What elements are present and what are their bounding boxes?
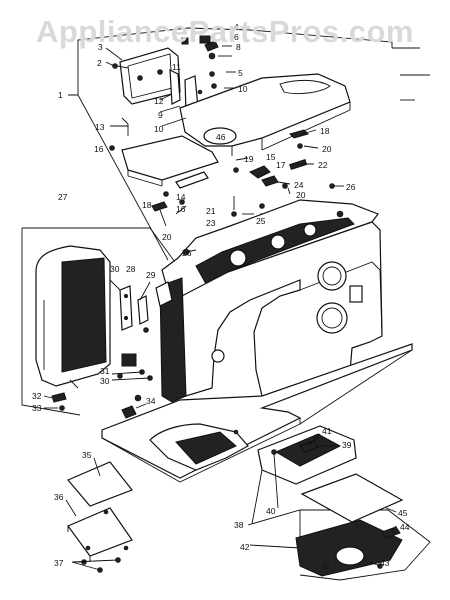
callout-5: 5 — [238, 68, 243, 78]
callout-32: 32 — [32, 391, 42, 401]
callout-38: 38 — [234, 520, 244, 530]
callout-26a: 26 — [346, 182, 356, 192]
callout-31: 31 — [100, 366, 110, 376]
callout-4: 4 — [234, 22, 239, 32]
callout-14: 14 — [176, 192, 186, 202]
callout-34: 34 — [146, 396, 156, 406]
callout-44: 44 — [400, 522, 410, 532]
callout-20a: 20 — [322, 144, 332, 154]
side-cover-assembly — [35, 245, 153, 411]
callout-18a: 18 — [320, 126, 330, 136]
callout-28: 28 — [126, 264, 136, 274]
bottom-plates-left — [67, 461, 133, 573]
callout-43: 43 — [380, 558, 390, 568]
callout-8: 8 — [236, 42, 241, 52]
callout-27: 27 — [58, 192, 68, 202]
callout-16b: 16 — [176, 204, 186, 214]
callout-9: 9 — [158, 110, 163, 120]
callout-1: 1 — [58, 90, 63, 100]
callout-45: 45 — [398, 508, 408, 518]
callout-24: 24 — [294, 180, 304, 190]
callout-29: 29 — [146, 270, 156, 280]
top-cover-assembly — [109, 35, 351, 227]
callout-40: 40 — [266, 506, 276, 516]
callout-30a: 30 — [110, 264, 120, 274]
callout-25: 25 — [256, 216, 266, 226]
callout-41: 41 — [322, 426, 332, 436]
callout-2: 2 — [97, 58, 102, 68]
callout-46: 46 — [216, 132, 226, 142]
callout-7: 7 — [172, 32, 177, 42]
callout-12: 12 — [154, 96, 164, 106]
callout-26b: 26 — [182, 248, 192, 258]
callout-10a: 10 — [238, 84, 248, 94]
callout-3: 3 — [98, 42, 103, 52]
callout-42: 42 — [240, 542, 250, 552]
callout-11: 11 — [172, 62, 181, 72]
callout-19: 19 — [244, 154, 254, 164]
callout-20b: 20 — [296, 190, 306, 200]
callout-6: 6 — [234, 32, 239, 42]
callout-37: 37 — [54, 558, 64, 568]
callout-36: 36 — [54, 492, 64, 502]
leader-lines — [43, 45, 397, 571]
callout-18b: 18 — [142, 200, 152, 210]
base-plate — [101, 343, 413, 483]
callout-35: 35 — [82, 450, 92, 460]
callout-17: 17 — [276, 160, 286, 170]
callout-30b: 30 — [100, 376, 110, 386]
callout-10b: 10 — [154, 124, 164, 134]
callout-39: 39 — [342, 440, 352, 450]
callout-15: 15 — [266, 152, 276, 162]
callout-16a: 16 — [94, 144, 104, 154]
machine-body — [155, 199, 383, 403]
callout-33: 33 — [32, 403, 42, 413]
callout-22: 22 — [318, 160, 328, 170]
callout-labels: 1 2 3 4 5 6 7 8 9 10 10 11 12 13 14 15 1… — [32, 22, 410, 568]
callout-23: 23 — [206, 218, 216, 228]
bottom-plates-right — [257, 425, 404, 577]
callout-20c: 20 — [162, 232, 172, 242]
callout-13: 13 — [95, 122, 105, 132]
callout-21: 21 — [206, 206, 216, 216]
